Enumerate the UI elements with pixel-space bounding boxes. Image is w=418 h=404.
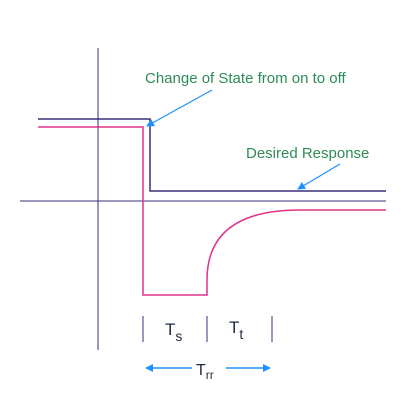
actual-response-curve [38, 126, 386, 296]
change-of-state-annotation: Change of State from on to off [145, 70, 347, 87]
change-of-state-arrow [146, 89, 213, 127]
tt-label: Tt [229, 318, 243, 342]
desired-response-arrow [297, 163, 341, 190]
trr-label: Trr [196, 362, 214, 382]
desired-response-annotation: Desired Response [246, 145, 369, 162]
desired-response-curve [38, 118, 386, 192]
ts-label: Ts [165, 320, 182, 344]
